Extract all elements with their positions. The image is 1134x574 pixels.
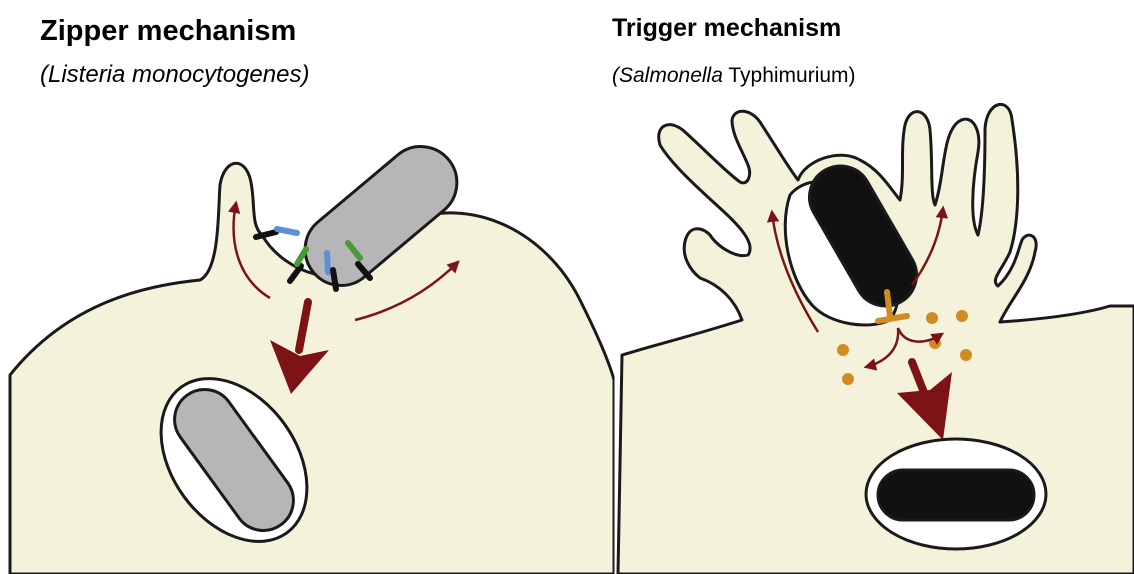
trigger-panel: Trigger mechanism (Salmonella Typhimuriu… xyxy=(612,14,1134,574)
zipper-panel: Zipper mechanism (Listeria monocytogenes… xyxy=(10,15,614,574)
zipper-title: Zipper mechanism xyxy=(40,15,296,47)
trigger-subtitle-genus: (Salmonella xyxy=(612,64,723,87)
internalized-salmonella xyxy=(878,470,1034,520)
trigger-subtitle-serovar: Typhimurium) xyxy=(723,64,856,87)
trigger-subtitle: (Salmonella Typhimurium) xyxy=(612,64,856,87)
zipper-subtitle: (Listeria monocytogenes) xyxy=(40,61,309,88)
trigger-title: Trigger mechanism xyxy=(612,14,841,42)
